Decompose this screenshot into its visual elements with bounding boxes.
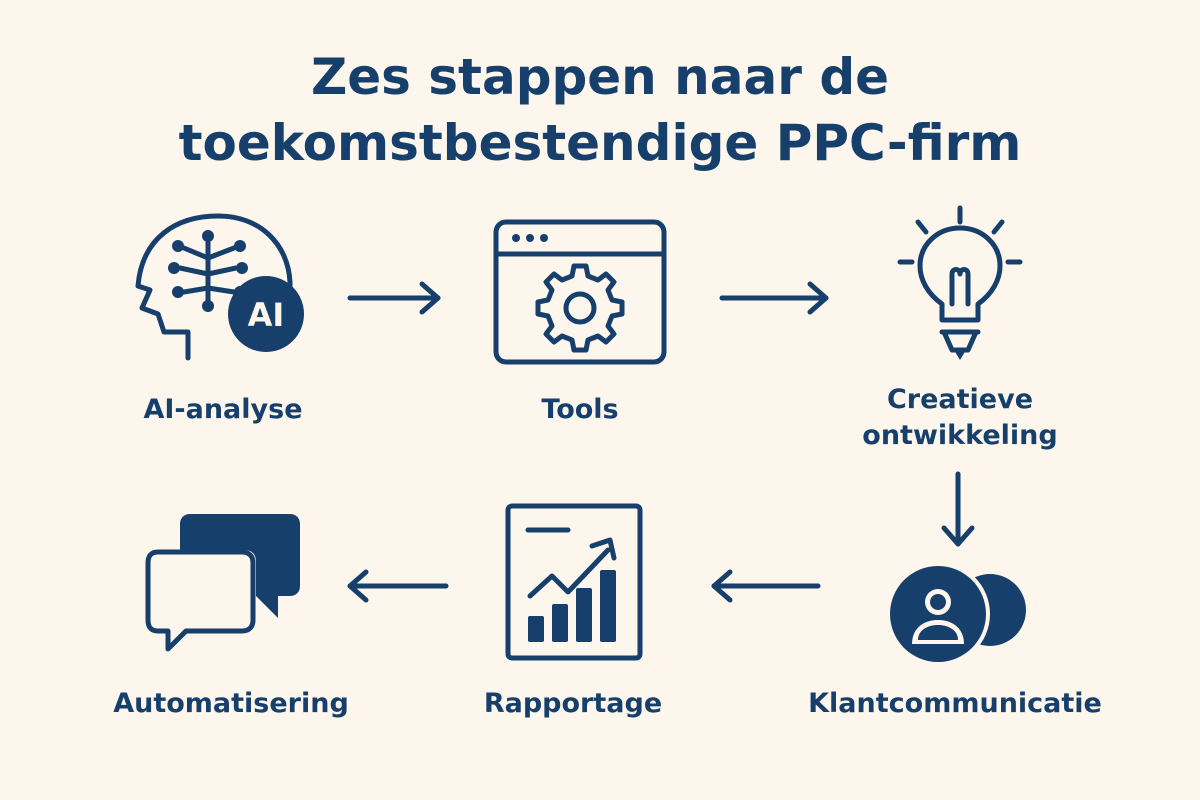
step-label-creatieve-ontwikkeling-line-1: Creatieve <box>886 384 1034 415</box>
arrow-left-icon <box>347 569 449 603</box>
arrow-right-icon <box>719 281 829 315</box>
ai-badge-text: AI <box>248 296 285 334</box>
step-label-rapportage: Rapportage <box>483 688 663 719</box>
arrow-right-icon <box>347 281 441 315</box>
step-label-tools: Tools <box>541 394 619 425</box>
title-line-2: toekomstbestendige PPC-firm <box>178 114 1022 172</box>
arrow-down-icon <box>941 471 975 547</box>
ai-head-icon: AI <box>135 213 304 361</box>
arrow-left-icon <box>711 569 821 603</box>
browser-gear-icon <box>493 219 667 365</box>
title-line-1: Zes stappen naar de <box>310 48 890 106</box>
users-icon <box>886 562 1026 666</box>
step-label-klantcommunicatie: Klantcommunicatie <box>808 688 1102 719</box>
step-label-ai-analyse: AI-analyse <box>143 394 303 425</box>
lightbulb-icon <box>897 205 1023 360</box>
chat-bubbles-icon <box>145 514 300 654</box>
step-label-creatieve-ontwikkeling-line-2: ontwikkeling <box>862 420 1058 451</box>
step-label-automatisering: Automatisering <box>113 688 349 719</box>
report-chart-icon <box>505 503 643 661</box>
